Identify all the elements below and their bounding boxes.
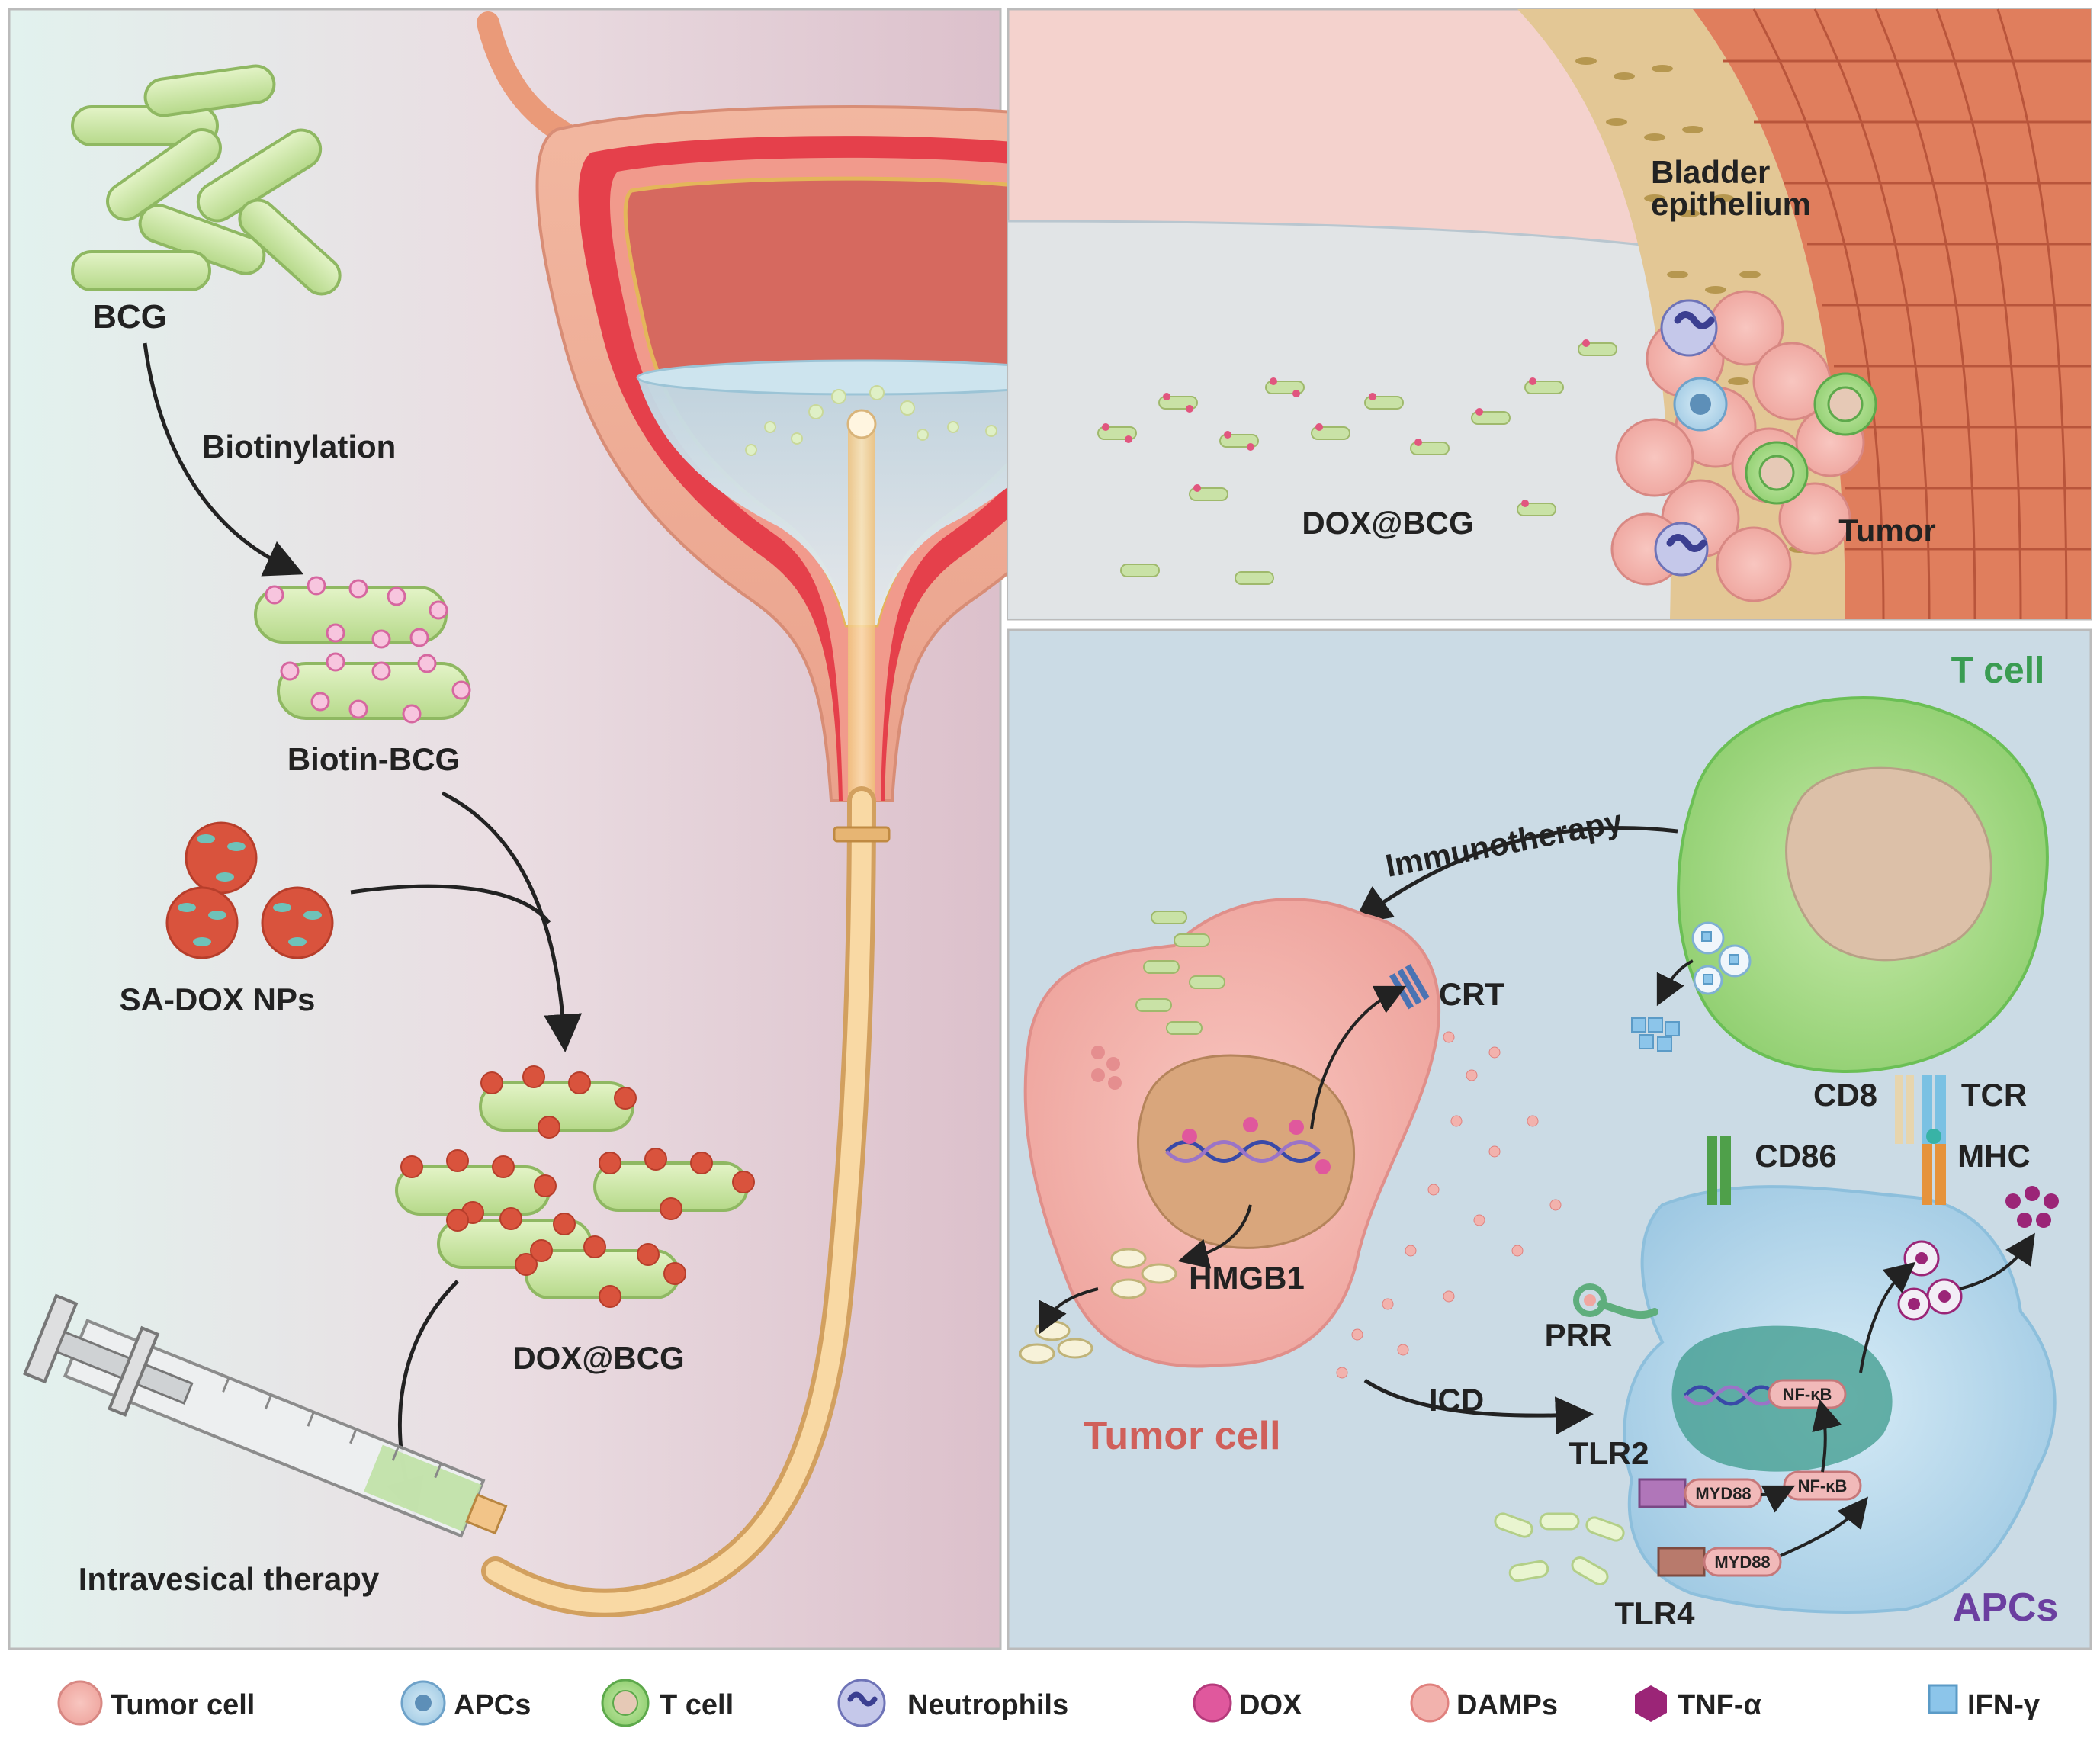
legend-icon-ifn-gamma: [1928, 1684, 1958, 1714]
tumor-mass: [1610, 290, 1877, 602]
legend-item-dox: DOX: [1193, 1683, 1302, 1723]
myd88-label-b: MYD88: [1714, 1553, 1770, 1572]
tcr-label: TCR: [1961, 1077, 2027, 1113]
legend-label-ifn-gamma: IFN-γ: [1967, 1689, 2040, 1721]
hmgb1-label: HMGB1: [1189, 1260, 1305, 1296]
biotin-bcg: [254, 576, 471, 724]
arrow-from-biotin-bcg: [441, 791, 583, 1052]
t-cell: [1677, 696, 2049, 1073]
arrow-from-sa-dox: [350, 884, 551, 924]
nfkb-cytoplasm-label: NF-κB: [1798, 1476, 1848, 1495]
intravesical-therapy-label: Intravesical therapy: [79, 1561, 380, 1597]
dox-bcg-label-left: DOX@BCG: [512, 1340, 684, 1376]
biotinylation-label: Biotinylation: [202, 429, 396, 464]
legend-item-tnf-alpha: TNF-α: [1635, 1685, 1761, 1722]
tlr4-label: TLR4: [1615, 1595, 1696, 1631]
ifn-gamma-cubes: [1631, 1017, 1680, 1052]
t-cell-label: T cell: [1951, 651, 2045, 691]
dox-bcg-cluster: [395, 1065, 755, 1308]
bcg-bacteria: [71, 64, 342, 296]
bcg-label: BCG: [92, 298, 167, 336]
tumor-label: Tumor: [1838, 512, 1936, 548]
bladder: [477, 11, 1231, 802]
legend-label-damps: DAMPs: [1456, 1689, 1558, 1721]
cd86-label: CD86: [1755, 1138, 1836, 1174]
legend-label-t-cell: T cell: [660, 1689, 734, 1721]
tlr2-label: TLR2: [1569, 1435, 1649, 1471]
legend-icon-tnf-alpha: [1635, 1685, 1667, 1722]
legend-item-t-cell: T cell: [601, 1679, 734, 1727]
nfkb-nucleus-label: NF-κB: [1783, 1385, 1832, 1404]
syringe: [23, 1293, 508, 1538]
bladder-epithelium-label-line2: epithelium: [1651, 186, 1811, 222]
tumor-cell-label: Tumor cell: [1083, 1414, 1280, 1458]
prr-label: PRR: [1545, 1317, 1613, 1353]
myd88-label-a: MYD88: [1695, 1484, 1751, 1503]
legend-label-neutrophils: Neutrophils: [907, 1689, 1068, 1721]
arrow-biotinylation: [143, 342, 304, 577]
cd8-label: CD8: [1813, 1077, 1877, 1113]
mhc-label: MHC: [1957, 1138, 2031, 1174]
apc-cell: [1573, 1075, 2059, 1614]
bladder-epithelium-label: Bladder: [1651, 154, 1770, 190]
legend-icon-damps: [1410, 1683, 1450, 1723]
legend-item-tumor-cell: Tumor cell: [57, 1680, 255, 1726]
biotin-bcg-label: Biotin-BCG: [287, 741, 460, 777]
immunotherapy-arrow: [1352, 826, 1678, 924]
icd-arrow: [1363, 1378, 1594, 1435]
sa-dox-nps-label: SA-DOX NPs: [120, 981, 316, 1017]
legend-icon-neutrophils: [837, 1679, 886, 1727]
legend-icon-tumor-cell: [57, 1680, 103, 1726]
legend-icon-dox: [1193, 1683, 1232, 1723]
dox-bcg-label-top: DOX@BCG: [1302, 505, 1473, 541]
legend-label-tumor-cell: Tumor cell: [111, 1689, 255, 1721]
legend-label-dox: DOX: [1239, 1689, 1302, 1721]
damps-particles: [1336, 1031, 1562, 1379]
sa-dox-nanoparticles: [165, 821, 334, 959]
legend-label-apcs: APCs: [454, 1689, 531, 1721]
legend-label-tnf-alpha: TNF-α: [1678, 1689, 1761, 1721]
icd-label: ICD: [1429, 1382, 1484, 1418]
legend-item-ifn-gamma: IFN-γ: [1928, 1684, 2040, 1721]
crt-label: CRT: [1439, 976, 1505, 1012]
legend: Tumor cell APCs T cell Neutrophils DOX D…: [57, 1679, 2040, 1727]
bcg-rods-near-tlr: [1494, 1512, 1625, 1585]
legend-item-apcs: APCs: [400, 1680, 531, 1726]
apcs-label: APCs: [1953, 1585, 2059, 1630]
legend-item-damps: DAMPs: [1410, 1683, 1558, 1723]
legend-item-neutrophils: Neutrophils: [837, 1679, 1068, 1727]
